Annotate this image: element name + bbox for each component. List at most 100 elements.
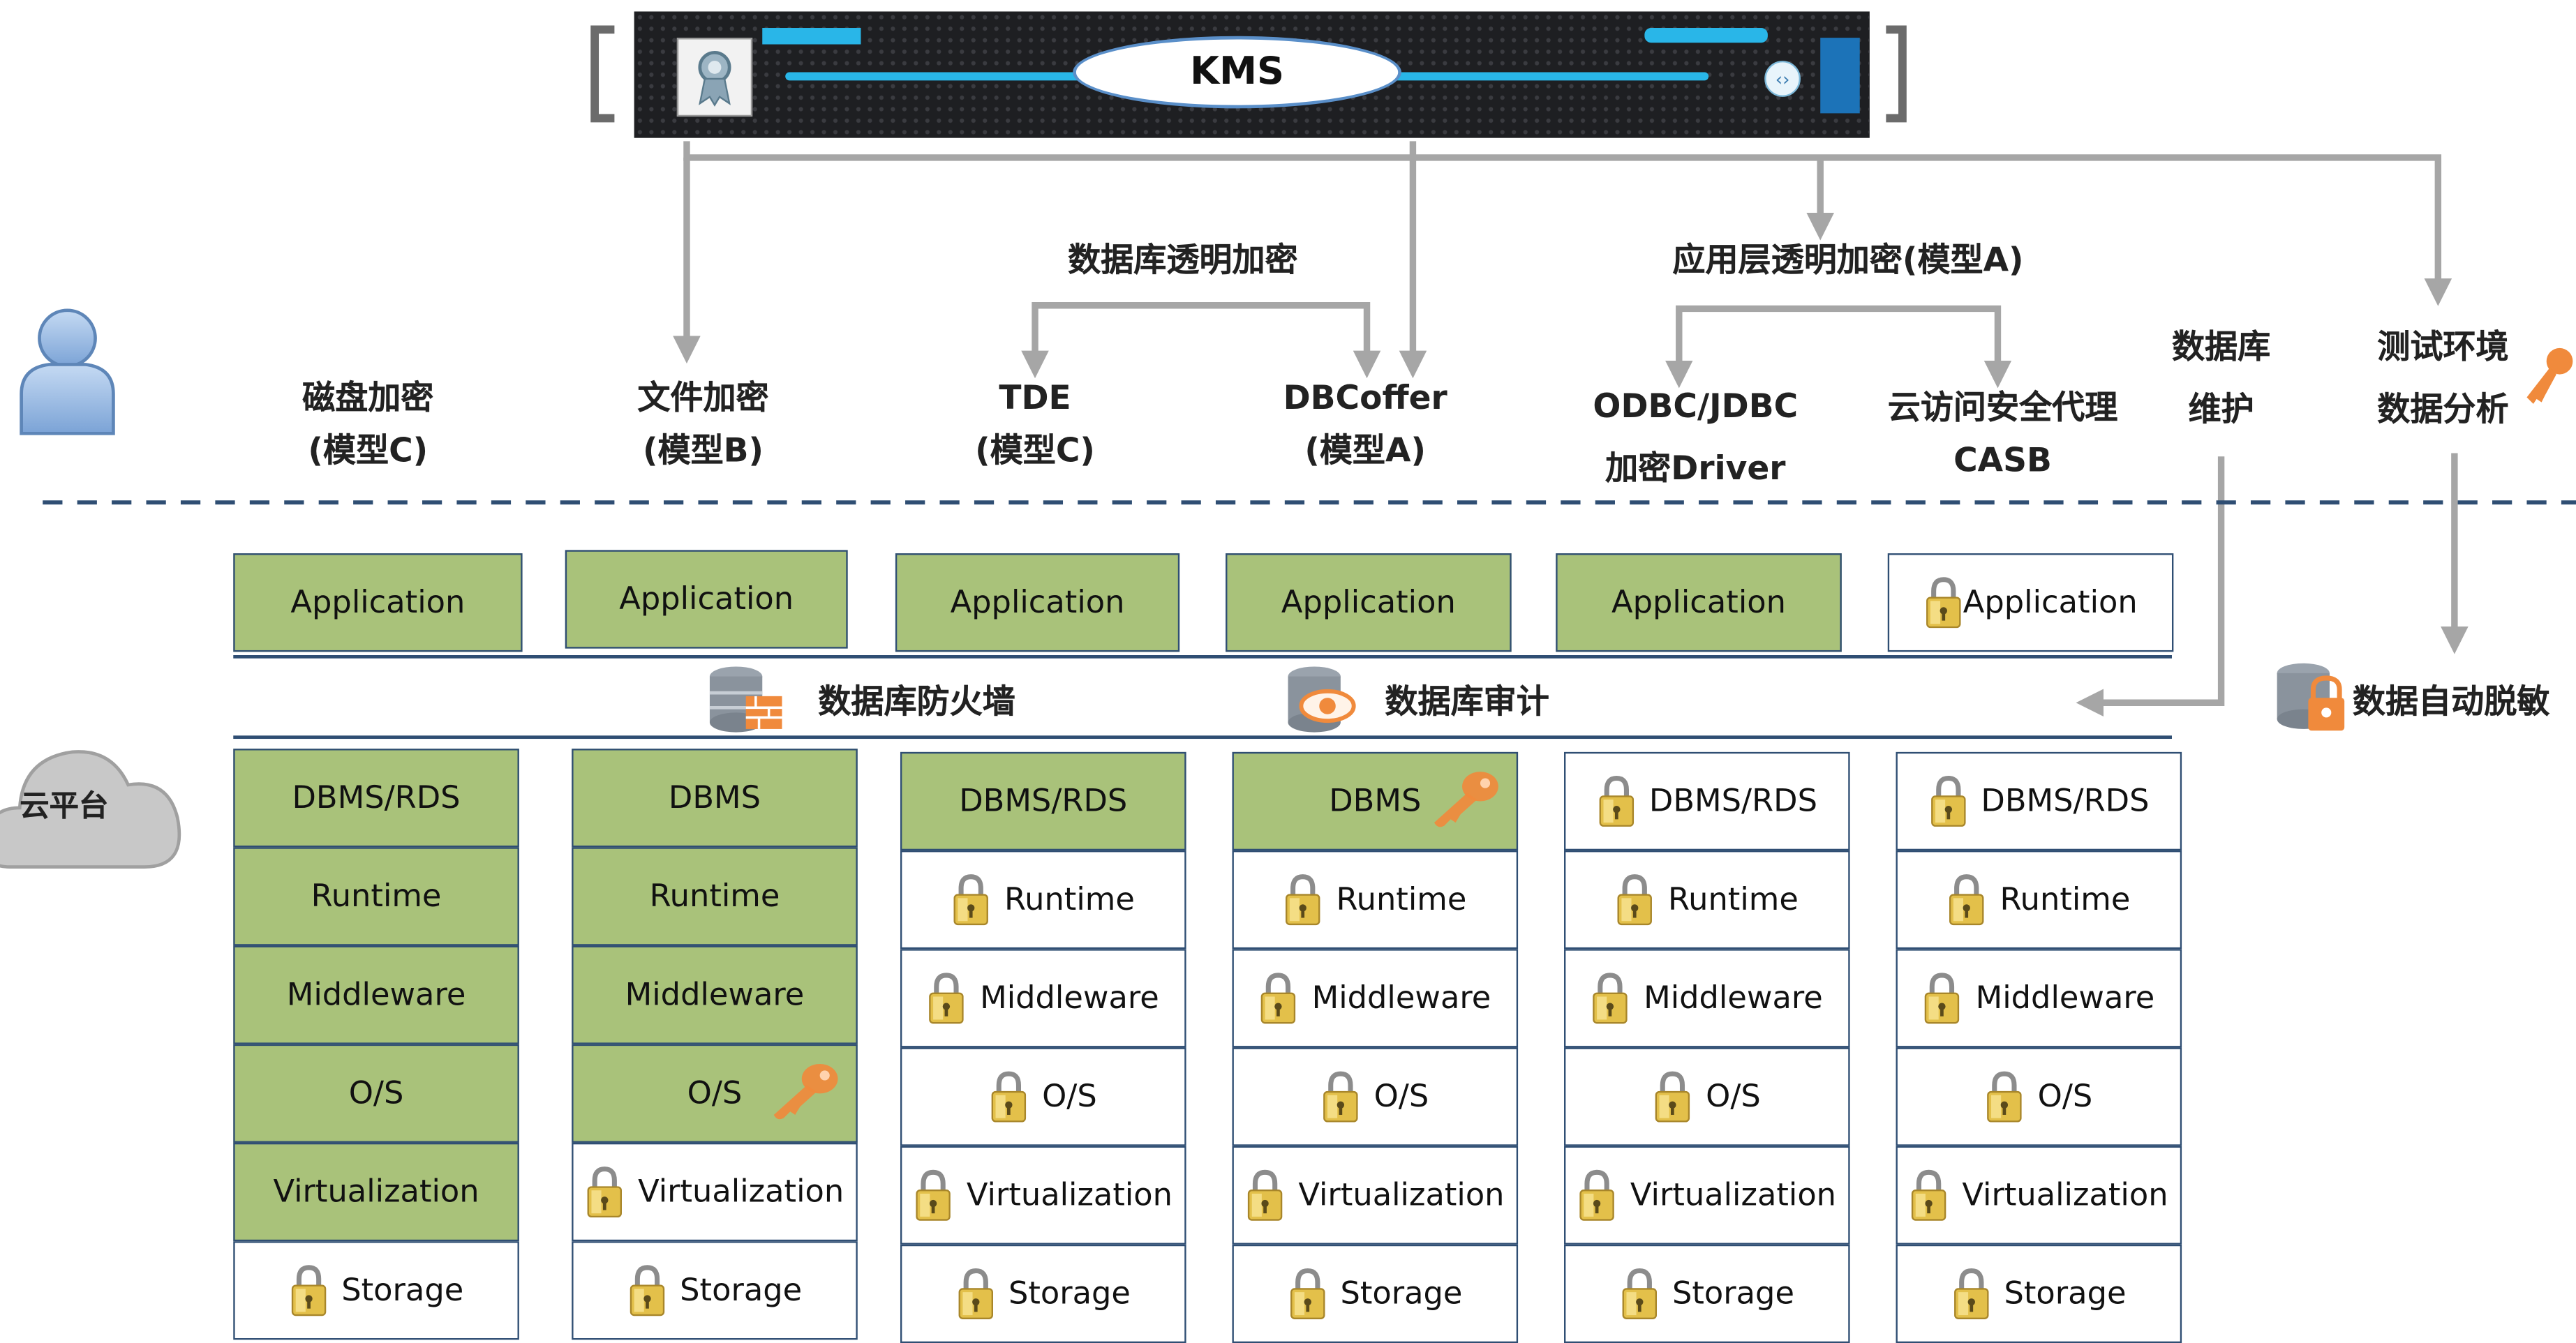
cell-label: DBMS: [668, 779, 761, 816]
stack-layer: Virtualization: [1232, 1146, 1519, 1245]
cell-label: Runtime: [311, 878, 442, 915]
cell-label: O/S: [1706, 1079, 1761, 1115]
lock-icon: [1618, 874, 1653, 926]
stack-layer: Middleware: [1232, 949, 1519, 1048]
stack-layer: Virtualization: [900, 1146, 1186, 1245]
certificate-icon: [698, 50, 731, 107]
header-db-maintenance: 数据库 维护: [2162, 315, 2280, 440]
stack-layer: Runtime: [572, 847, 858, 946]
stack-layer: O/S: [900, 1047, 1186, 1146]
header-line-1: TDE: [999, 377, 1071, 417]
cell-label: Runtime: [1668, 881, 1799, 918]
header-line-1: 文件加密: [637, 377, 769, 417]
cell-label: Runtime: [1336, 881, 1467, 918]
server-badge: [676, 38, 753, 117]
server-status-bar-right: [1644, 28, 1768, 43]
application-box: Application: [895, 553, 1180, 652]
data-masking-icon: [2277, 663, 2345, 731]
rack-bracket-right: [1886, 25, 1907, 123]
header-disk-encryption: 磁盘加密 (模型C): [276, 371, 460, 477]
stack-layer: O/S: [1232, 1047, 1519, 1146]
stack-layer: Storage: [1564, 1244, 1850, 1343]
lock-icon: [1925, 973, 1960, 1024]
stack-layer: Virtualization: [1564, 1146, 1850, 1245]
cell-label: Storage: [1672, 1275, 1794, 1312]
kms-bus-line: [683, 141, 2452, 306]
header-casb: 云访问安全代理 CASB: [1873, 381, 2133, 486]
stack-layer: Middleware: [900, 949, 1186, 1048]
header-tde: TDE (模型C): [943, 371, 1127, 477]
cell-label: Virtualization: [638, 1173, 844, 1210]
lock-icon: [1323, 1071, 1359, 1123]
cell-label: Application: [1963, 584, 2138, 621]
lock-icon: [1580, 1169, 1615, 1221]
database-audit-label: 数据库审计: [1385, 681, 1549, 721]
lock-icon: [1593, 973, 1628, 1024]
cell-label: Storage: [1008, 1275, 1131, 1312]
database-audit-icon: [1288, 666, 1356, 733]
stack-layer: DBMS/RDS: [900, 751, 1186, 851]
cell-label: O/S: [348, 1075, 404, 1112]
arrow-dbmaint-to-audit: [2076, 456, 2225, 717]
stack-layer: Runtime: [1564, 850, 1850, 950]
lock-icon: [930, 973, 965, 1024]
header-line-2: (模型A): [1304, 430, 1426, 470]
app-divider-line: [233, 655, 2172, 659]
stack-layer: O/S: [572, 1044, 858, 1143]
header-dbcoffer: DBCoffer (模型A): [1265, 371, 1466, 477]
stack-layer: Storage: [1896, 1244, 2182, 1343]
stack-layer: Middleware: [572, 945, 858, 1044]
stack-layer: Storage: [1232, 1244, 1519, 1343]
application-box: Application: [565, 550, 848, 649]
stack-layer: DBMS: [1232, 751, 1519, 851]
cell-label: DBMS/RDS: [292, 779, 461, 816]
lock-icon: [1953, 1268, 1989, 1319]
cell-label: O/S: [687, 1075, 743, 1112]
stack-layer: Middleware: [1564, 949, 1850, 1048]
stack-layer: O/S: [233, 1044, 519, 1143]
cell-label: Virtualization: [1962, 1177, 2168, 1214]
header-line-2: (模型C): [308, 430, 429, 470]
lock-icon: [1930, 775, 1966, 827]
kms-label: KMS: [1073, 36, 1401, 109]
cell-label: Virtualization: [1298, 1177, 1505, 1214]
stack-layer: Storage: [572, 1241, 858, 1340]
stack-layer: Middleware: [1896, 949, 2182, 1048]
lock-icon: [630, 1265, 664, 1316]
key-icon: [2526, 347, 2573, 404]
database-firewall-label: 数据库防火墙: [818, 681, 1015, 721]
application-box: Application: [233, 553, 523, 652]
rack-bracket-left: [590, 25, 615, 123]
lock-icon: [1290, 1268, 1325, 1319]
cell-label: Middleware: [980, 980, 1159, 1016]
stack-layer: Runtime: [900, 850, 1186, 950]
cell-label: Storage: [1340, 1275, 1463, 1312]
lock-icon: [588, 1166, 623, 1218]
lock-icon: [1261, 973, 1297, 1024]
stack-layer: Virtualization: [1896, 1146, 2182, 1245]
lock-icon: [1248, 1169, 1283, 1221]
header-line-1: DBCoffer: [1283, 377, 1447, 417]
stack-layer: Middleware: [233, 945, 519, 1044]
db-group-bracket-left: [1021, 302, 1381, 379]
server-power-block: [1820, 38, 1860, 114]
header-odbc-jdbc: ODBC/JDBC 加密Driver: [1581, 375, 1811, 500]
lock-icon: [1599, 775, 1634, 827]
user-icon: [20, 308, 115, 435]
lock-icon: [916, 1169, 951, 1221]
stack-layer: DBMS/RDS: [233, 749, 519, 848]
group-label-app-transparent: 应用层透明加密(模型A): [1672, 239, 2024, 280]
key-icon: [1434, 772, 1498, 827]
cell-label: DBMS/RDS: [1981, 783, 2150, 820]
cell-label: Runtime: [2000, 881, 2131, 918]
lock-icon: [1926, 577, 1961, 629]
cell-label: Runtime: [649, 878, 780, 915]
stack-layer: O/S: [1896, 1047, 2182, 1146]
cell-label: O/S: [1042, 1079, 1097, 1115]
header-line-1: 测试环境: [2377, 327, 2509, 366]
lock-icon: [1912, 1169, 1947, 1221]
cell-label: O/S: [2037, 1079, 2093, 1115]
